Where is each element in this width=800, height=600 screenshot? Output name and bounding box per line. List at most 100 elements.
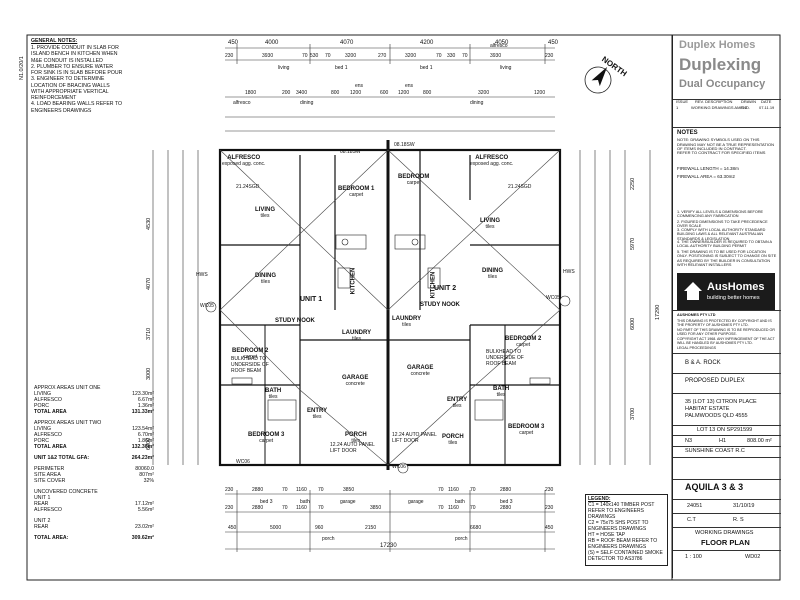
- wc-marker: WC06: [392, 464, 406, 470]
- dim-label: living: [500, 65, 512, 71]
- tb-note: FIREWALL LENGTH = 14.38m: [677, 166, 739, 171]
- dim-label: bed 1: [420, 65, 433, 71]
- tb-copyright: COPYRIGHT ACT 1968. ANY INFRINGEMENT OF …: [677, 337, 775, 346]
- dim-text: 600: [380, 90, 389, 96]
- dim-text: 270: [378, 53, 387, 59]
- unit-two-heading: APPROX AREAS UNIT TWO: [34, 420, 102, 426]
- dim-text: 17290: [655, 304, 661, 320]
- legend-item: (S) = SELF CONTAINED SMOKE DETECTOR TO A…: [588, 550, 663, 562]
- dim-text: 1160: [448, 487, 459, 493]
- sheet-title: FLOOR PLAN: [701, 538, 750, 547]
- tb-note: FIREWALL AREA = 63.30m2: [677, 174, 735, 179]
- dim-text: 3710: [146, 327, 152, 340]
- company-logo: AusHomes building better homes: [677, 273, 775, 310]
- dim-text: 230: [225, 53, 234, 59]
- tb-note: NOTE: DRAWING SYMBOLS USED ON THIS DRAWI…: [677, 137, 774, 152]
- house-icon: [684, 282, 702, 300]
- general-notes-title: GENERAL NOTES:: [31, 38, 78, 44]
- client-name: B & A. ROCK: [685, 360, 721, 366]
- uncovered-heading: UNCOVERED CONCRETE: [34, 489, 98, 495]
- plan-note: 12.24 AUTO PANEL LIFT DOOR: [330, 442, 375, 454]
- dim-text: 230: [545, 505, 554, 511]
- dim-text: 450: [228, 525, 237, 531]
- tb-verify: 4. THE OWNER/BUILDER IS REQUIRED TO OBTA…: [677, 240, 772, 249]
- rev-cell: WORKING DRAWINGS AMEND.: [691, 105, 750, 110]
- lot-ref: LOT 13 ON SP291599: [697, 427, 753, 433]
- dim-label: porch: [455, 536, 468, 542]
- dim-text: 1800: [245, 90, 257, 96]
- rev-cell: 07.11.19: [759, 105, 775, 110]
- drawing-id: N1.0/20/1: [19, 56, 25, 80]
- logo-tagline: building better homes: [707, 295, 760, 301]
- dim-label: alfresco: [490, 43, 508, 49]
- dim-text: 3200: [345, 53, 357, 59]
- dim-text: 70: [436, 53, 442, 59]
- dim-text: 70: [302, 53, 308, 59]
- general-note: 3. ENGINEER TO DETERMINE LOCATION OF BRA…: [31, 76, 110, 102]
- dim-text: 960: [315, 525, 324, 531]
- legend-item: C1 = 140x140 TIMBER POST REFER TO ENGINE…: [588, 502, 655, 520]
- uncovered-unit1: UNIT 1: [34, 495, 51, 501]
- wc-marker: WC06: [236, 459, 250, 465]
- dim-text: 230: [225, 505, 234, 511]
- dim-text: 1200: [350, 90, 362, 96]
- general-note: 2. PLUMBER TO ENSURE WATER FOR SINK IS I…: [31, 63, 123, 77]
- legend-item: HT = HOSE TAP: [588, 532, 626, 538]
- dim-label: ens: [405, 83, 414, 89]
- general-note: 1. PROVIDE CONDUIT IN SLAB FOR ISLAND BE…: [31, 45, 119, 64]
- rev-header: DRAWN: [741, 99, 756, 104]
- dim-text: 70: [318, 505, 324, 511]
- company-sub: Dual Occupancy: [679, 78, 766, 90]
- dim-text: 3850: [343, 487, 355, 493]
- dim-text: 70: [438, 487, 444, 493]
- dim-text: 70: [282, 505, 288, 511]
- dim-text: 70: [282, 487, 288, 493]
- legend-title: LEGEND:: [588, 496, 611, 502]
- unit-one-heading: APPROX AREAS UNIT ONE: [34, 385, 101, 391]
- notes-title: NOTES: [677, 130, 698, 136]
- address-line: 35 (LOT 13) CITRON PLACE: [685, 399, 757, 405]
- dim-text: 4200: [420, 40, 434, 46]
- plan-note: 21.24SGD: [508, 184, 532, 190]
- dim-text: 2150: [365, 525, 377, 531]
- dim-text: 5970: [630, 237, 636, 250]
- council: SUNSHINE COAST R.C: [685, 448, 745, 454]
- general-note: 4. LOAD BEARING WALLS REFER TO ENGINEERS…: [31, 101, 122, 114]
- plan-note: 12.24 AUTO PANEL LIFT DOOR: [392, 432, 437, 444]
- wc-marker: WC05: [546, 295, 560, 301]
- dim-label: porch: [322, 536, 335, 542]
- dim-label: bath: [455, 499, 465, 505]
- plan-note: 21.24SGD: [236, 184, 260, 190]
- room-label: KITCHEN: [350, 267, 357, 295]
- dim-text: 1160: [448, 505, 459, 511]
- dim-text: 70: [462, 53, 468, 59]
- project-name: PROPOSED DUPLEX: [685, 378, 745, 384]
- tb-copyright: AUSHOMES PTY LTD: [677, 313, 716, 317]
- dim-text: 3200: [478, 90, 490, 96]
- tb-verify: 3. COMPLY WITH LOCAL AUTHORITY STANDARD …: [677, 228, 766, 241]
- unit-label: UNIT 1: [300, 296, 323, 303]
- dim-text: 6000: [630, 317, 636, 330]
- title-block: Duplex Homes Duplexing Dual Occupancy IS…: [672, 35, 781, 578]
- date: 31/10/19: [733, 503, 755, 509]
